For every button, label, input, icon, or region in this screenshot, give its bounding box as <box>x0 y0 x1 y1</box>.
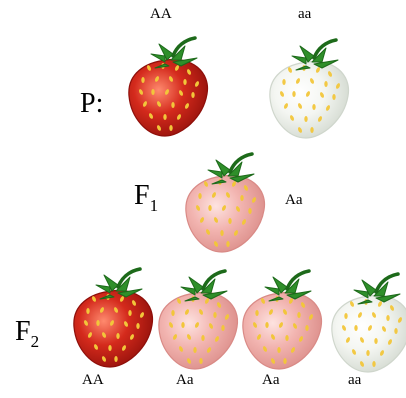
f2-label-sub: 2 <box>30 332 40 351</box>
f2-offspring-3-genotype: Aa <box>262 372 280 388</box>
f2-offspring-1-genotype: AA <box>82 372 104 388</box>
pink-strawberry-icon <box>158 269 239 370</box>
f1-label-sub: 1 <box>149 196 159 215</box>
pink-strawberry-icon <box>185 152 266 253</box>
white-strawberry-icon <box>331 272 406 373</box>
f2-offspring-2-genotype: Aa <box>176 372 194 388</box>
parent-left-genotype: AA <box>150 6 172 22</box>
parent-generation-label: P: <box>80 88 104 119</box>
red-strawberry-icon <box>128 36 209 137</box>
red-strawberry-icon <box>73 267 154 368</box>
f2-offspring-4-genotype: aa <box>348 372 362 388</box>
white-strawberry-icon <box>269 38 350 139</box>
f1-genotype: Aa <box>285 192 303 208</box>
f2-label-main: F <box>15 316 31 347</box>
f1-generation-label: F1 <box>134 180 158 215</box>
f1-label-main: F <box>134 180 150 211</box>
f2-generation-label: F2 <box>15 316 39 351</box>
parent-right-genotype: aa <box>298 6 312 22</box>
pink-strawberry-icon <box>242 269 323 370</box>
